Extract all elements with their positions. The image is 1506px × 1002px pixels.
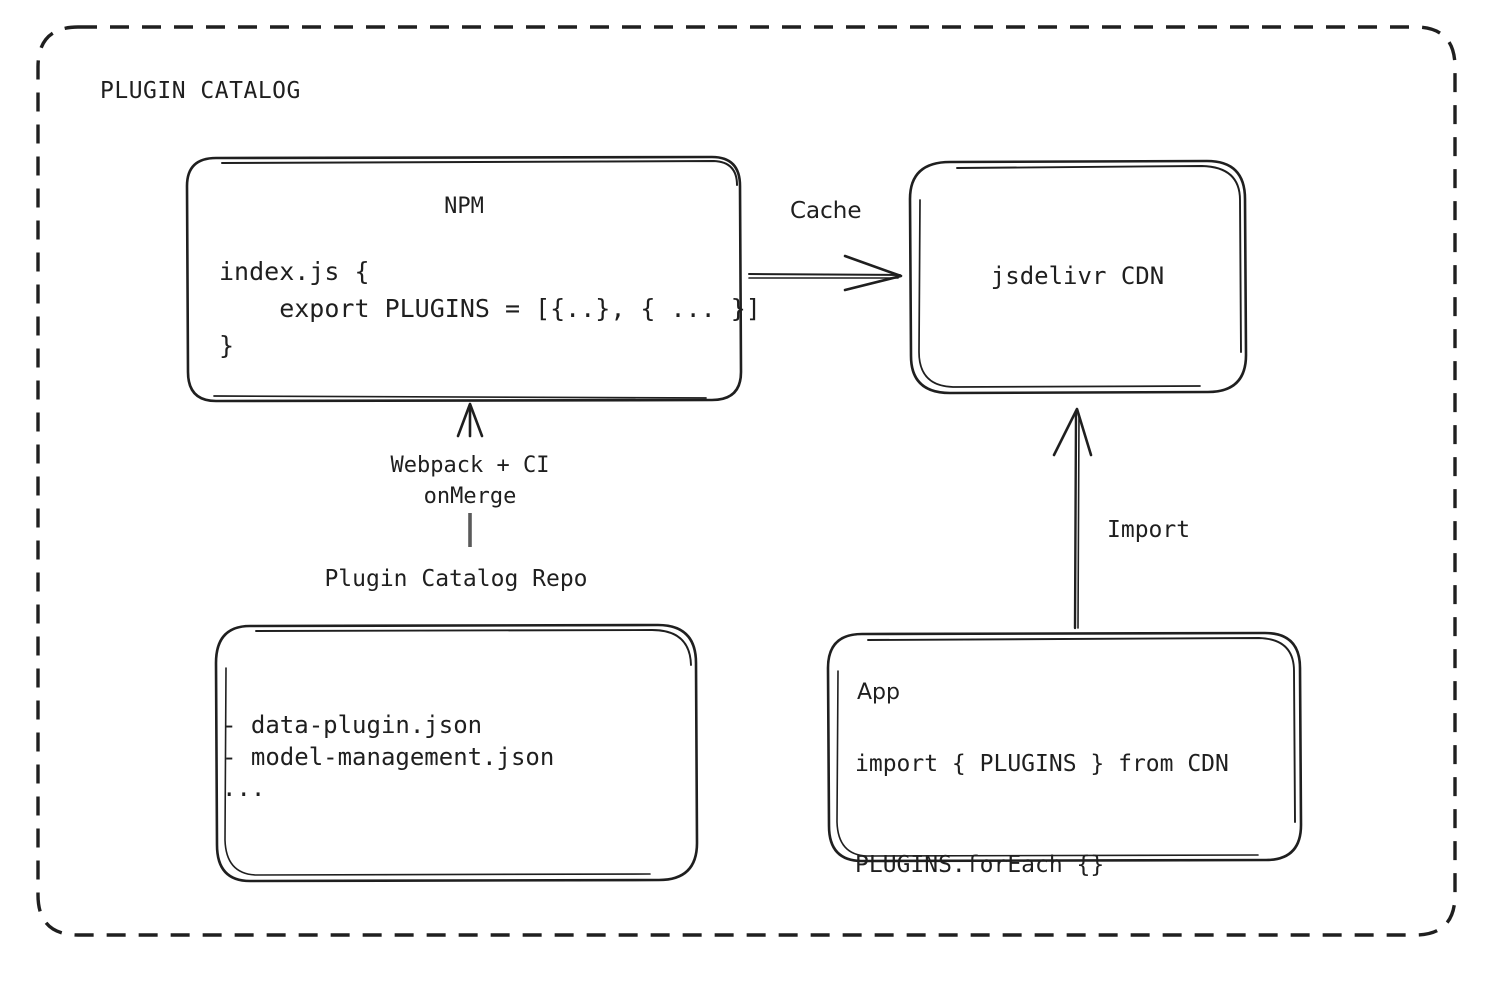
cdn-node-title: jsdelivr CDN (990, 262, 1165, 290)
npm-node-code: index.js { export PLUGINS = [{..}, { ...… (219, 257, 761, 360)
edge-label-cache: Cache (790, 198, 862, 224)
group-title: PLUGIN CATALOG (100, 78, 301, 104)
edge-cache-arrow (748, 254, 903, 292)
edge-import-arrow (1052, 407, 1093, 630)
repo-node-caption: Plugin Catalog Repo (324, 566, 588, 592)
edge-label-build: Webpack + CI onMerge (390, 453, 550, 510)
npm-node-title: NPM (444, 194, 484, 219)
edge-label-import: Import (1107, 517, 1191, 543)
app-node-title: App (857, 680, 900, 705)
repo-node-items: - data-plugin.json - model-management.js… (222, 711, 555, 803)
app-node-code: import { PLUGINS } from CDN PLUGINS.forE… (855, 751, 1229, 879)
